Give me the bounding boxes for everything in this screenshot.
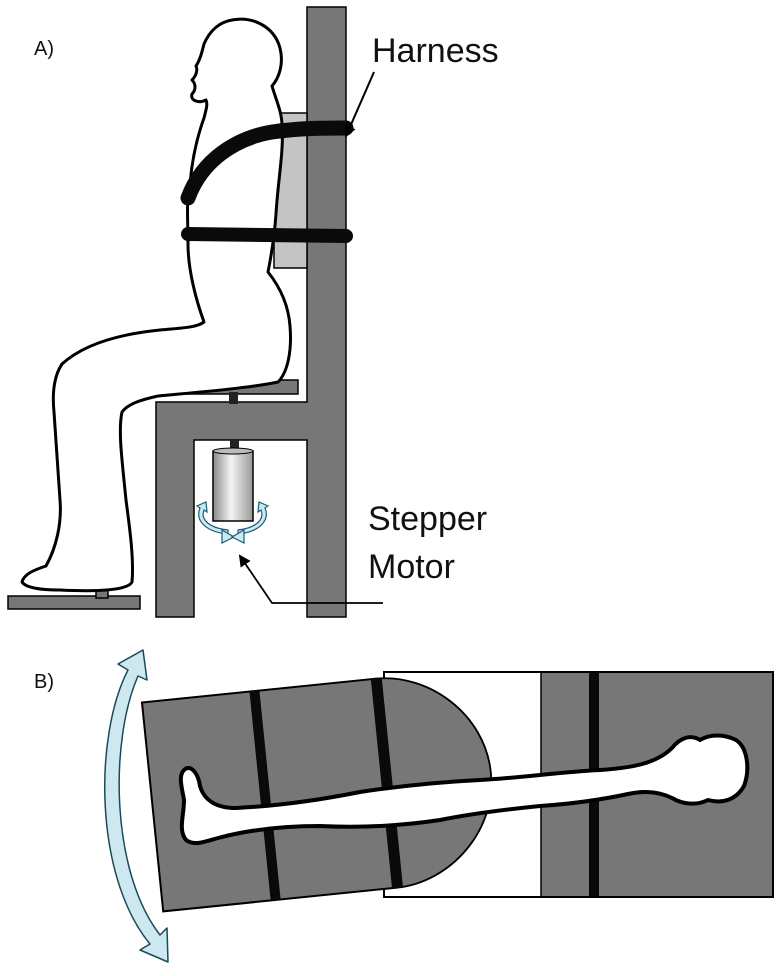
thigh-strap [370,678,403,889]
lying-person-outline [178,733,750,846]
seated-person-outline [20,17,292,593]
motor-label-line2: Motor [368,548,455,586]
stepper-motor [212,447,254,522]
panel-b: B) [34,649,774,963]
panel-a-label: A) [34,38,54,60]
leg-strap [249,690,281,901]
motor-label-line1: Stepper [368,500,487,538]
harness-straps [180,120,354,243]
seat-post [229,392,238,404]
motor-pointer-arrow [238,554,383,604]
motor-rotation-arrows-icon [195,501,270,544]
panel-a: A) [7,6,499,618]
panel-b-label: B) [34,671,54,693]
harness-label: Harness [372,32,499,70]
tilt-rotation-arrow-icon [103,649,169,963]
motor-shaft [230,439,239,453]
harness-pointer-arrow [344,71,375,138]
